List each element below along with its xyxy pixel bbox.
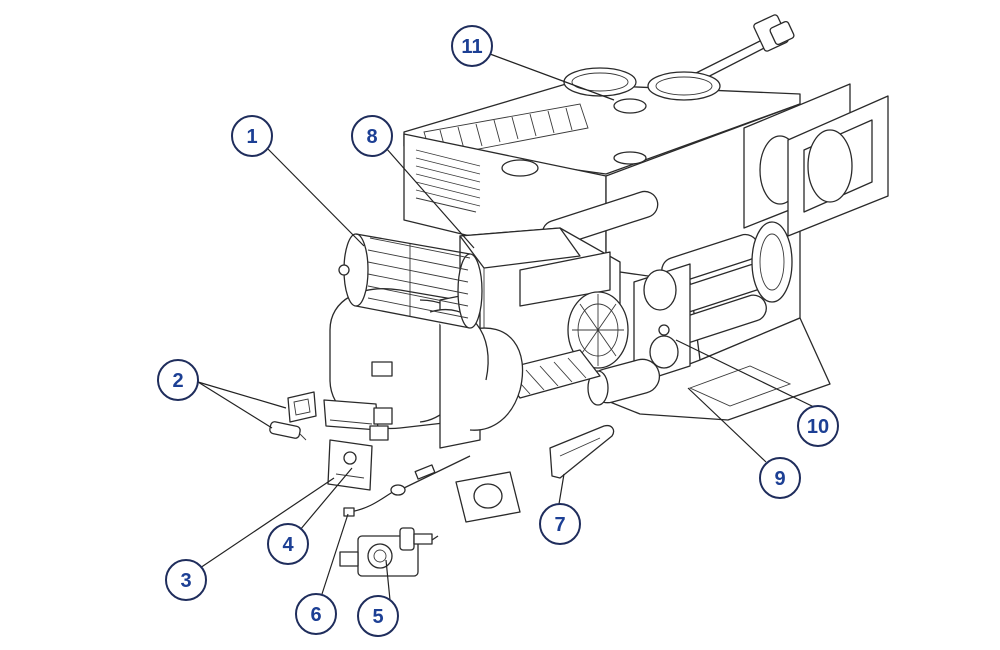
burner-tray	[499, 349, 601, 399]
callout-8: 8	[351, 115, 393, 157]
internal-port-plate	[633, 263, 691, 385]
svg-text:9: 9	[774, 468, 785, 490]
callout-4: 4	[267, 523, 309, 565]
callout-7: 7	[539, 503, 581, 545]
switch-plate-part2	[269, 391, 317, 441]
burner-tube	[587, 358, 661, 406]
callout-5: 5	[357, 595, 399, 637]
svg-text:5: 5	[372, 606, 383, 628]
svg-text:4: 4	[282, 534, 294, 556]
control-board	[323, 399, 393, 441]
svg-text:2: 2	[172, 370, 183, 392]
callout-11: 11	[451, 25, 493, 67]
svg-text:3: 3	[180, 570, 191, 592]
svg-text:11: 11	[461, 36, 482, 58]
svg-text:7: 7	[554, 514, 565, 536]
svg-text:8: 8	[366, 126, 377, 148]
svg-text:1: 1	[246, 126, 257, 148]
leader-lines	[197, 53, 817, 601]
callout-1: 1	[231, 115, 273, 157]
rear-door-frames	[743, 83, 889, 237]
svg-text:10: 10	[807, 416, 829, 438]
side-louvers	[415, 149, 481, 213]
mounting-bracket-part3-4	[327, 439, 373, 491]
callout-3: 3	[165, 559, 207, 601]
callout-10: 10	[797, 405, 839, 447]
blower-mount-plate	[429, 291, 524, 449]
bracket-part7	[549, 424, 615, 479]
main-blower-wheel	[338, 233, 483, 329]
gas-valve-part5	[339, 527, 439, 577]
callout-6: 6	[295, 593, 337, 635]
electrode-part6	[343, 455, 471, 517]
combustion-blower-wheel	[567, 291, 629, 369]
callout-9: 9	[759, 457, 801, 499]
cabinet-top-panel	[403, 67, 801, 175]
access-cover	[455, 471, 521, 523]
callout-2: 2	[157, 359, 199, 401]
svg-text:6: 6	[310, 604, 321, 626]
